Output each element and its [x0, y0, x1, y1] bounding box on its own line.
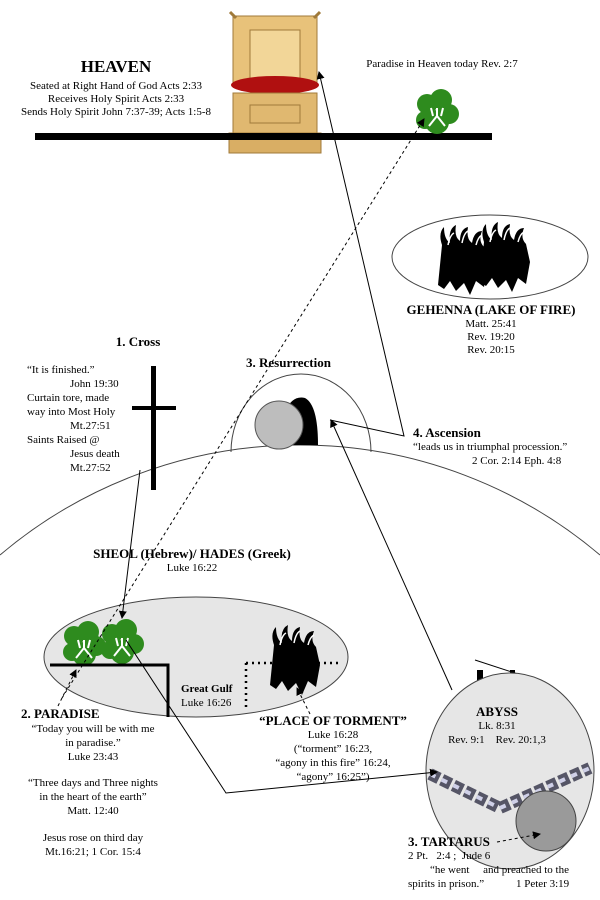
cross-line: Saints Raised @: [27, 434, 100, 446]
throne-icon: [228, 10, 322, 154]
cross-line: way into Most Holy: [27, 406, 116, 418]
tartarus-circle: [515, 790, 577, 852]
paradise-line: Matt. 12:40: [67, 805, 119, 817]
abyss-ref: Rev. 9:1 Rev. 20:1,3: [448, 734, 546, 746]
ascension-title: 4. Ascension: [413, 425, 481, 440]
torment-line: Luke 16:28: [307, 729, 359, 741]
resurrection-title: 3. Resurrection: [246, 355, 331, 370]
abyss-ref: Lk. 8:31: [478, 720, 516, 732]
paradise-line: Jesus rose on third day: [42, 832, 144, 844]
gehenna-ref: Rev. 20:15: [467, 344, 515, 356]
ascension-quote: “leads us in triumphal procession.”: [413, 441, 568, 453]
great-gulf-ref: Luke 16:26: [181, 697, 232, 709]
cross-icon: [151, 366, 156, 490]
heaven-title: HEAVEN: [80, 57, 152, 76]
arrow-abyss-to-resurrection: [330, 419, 453, 691]
ascension-refs: 2 Cor. 2:14 Eph. 4:8: [472, 455, 562, 467]
paradise-title: 2. PARADISE: [21, 706, 100, 721]
tartarus-ref: 2 Pt. 2:4 ; Jude 6: [408, 850, 491, 862]
tartarus-quote-ref: 1 Peter 3:19: [516, 878, 570, 890]
heaven-line: Seated at Right Hand of God Acts 2:33: [29, 80, 203, 92]
cross-line: Mt.27:52: [70, 462, 111, 474]
paradise-line: Luke 23:43: [67, 751, 119, 763]
paradise-line: in paradise.”: [65, 737, 121, 749]
abyss-title: ABYSS: [476, 704, 518, 719]
cross-line: John 19:30: [70, 378, 119, 390]
paradise-line: Mt.16:21; 1 Cor. 15:4: [45, 846, 141, 858]
cross-title: 1. Cross: [115, 334, 161, 349]
gehenna-ref: Matt. 25:41: [465, 318, 517, 330]
heaven-floor: [35, 133, 492, 140]
gehenna-title: GEHENNA (LAKE OF FIRE): [406, 302, 576, 317]
tartarus-quote: spirits in prison.”: [408, 878, 485, 890]
sheol-title: SHEOL (Hebrew)/ HADES (Greek): [93, 546, 291, 561]
paradise-line: in the heart of the earth”: [39, 791, 147, 803]
paradise-line: “Today you will be with me: [31, 723, 155, 735]
tartarus-title: 3. TARTARUS: [408, 834, 490, 849]
torment-line: (“torment” 16:23,: [293, 743, 373, 755]
paradise-line: “Three days and Three nights: [28, 777, 158, 789]
torment-title: “PLACE OF TORMENT”: [259, 713, 407, 728]
tartarus-quote: “he went and preached to the: [430, 864, 569, 876]
arrow-paradise-to-tartarus: [125, 639, 438, 794]
paradise-in-heaven-note: Paradise in Heaven today Rev. 2:7: [366, 58, 518, 70]
great-gulf-title: Great Gulf: [181, 683, 233, 695]
cross-line: Curtain tore, made: [27, 392, 110, 404]
tomb-stone: [254, 400, 304, 450]
heaven-paradise-bush-icon: [415, 88, 460, 135]
heaven-line: Receives Holy Spirit Acts 2:33: [47, 93, 185, 105]
cross-line: Jesus death: [70, 448, 120, 460]
torment-line: “agony” 16:25”): [296, 771, 370, 783]
cross-line: “It is finished.”: [27, 364, 95, 376]
arrow-ascension: [316, 71, 405, 437]
sheol-ref: Luke 16:22: [166, 562, 218, 574]
resurrection-hill: [230, 373, 372, 453]
earth-surface: [0, 444, 600, 556]
heaven-line: Sends Holy Spirit John 7:37-39; Acts 1:5…: [20, 106, 212, 118]
cross-line: Mt.27:51: [70, 420, 111, 432]
arrow-cross-to-paradise: [118, 469, 141, 619]
torment-line: “agony in this fire” 16:24,: [275, 757, 391, 769]
gehenna-ref: Rev. 19:20: [467, 331, 515, 343]
paradise-boundary: [50, 663, 170, 717]
